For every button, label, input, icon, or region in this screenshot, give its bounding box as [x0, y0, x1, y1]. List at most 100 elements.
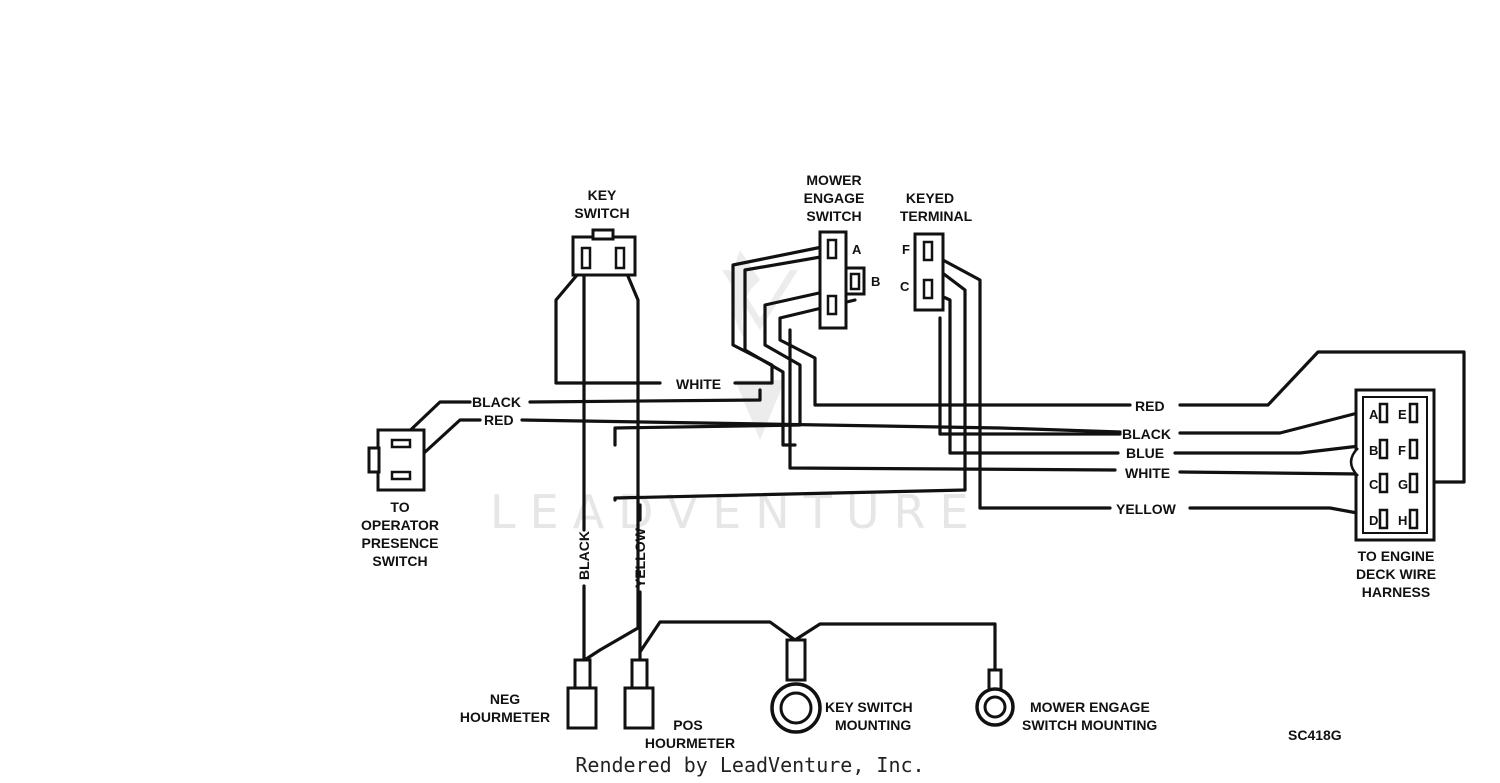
- mower-switch-label-2: ENGAGE: [804, 190, 865, 206]
- wire-red-to-g: [1178, 350, 1466, 484]
- wire-label-white-key: WHITE: [676, 376, 721, 392]
- wire-label-white: WHITE: [1125, 465, 1170, 481]
- keyed-terminal-pin-c: [922, 278, 934, 300]
- engine-deck-connector: [1349, 388, 1436, 542]
- mower-switch-pin-lower: [826, 294, 838, 316]
- footer-credit: Rendered by LeadVenture, Inc.: [575, 753, 924, 777]
- deck-pin-c: [1378, 472, 1389, 494]
- wire-black: [938, 316, 1122, 436]
- deck-connector-inner: [1362, 396, 1428, 534]
- deck-pin-h-label: H: [1398, 513, 1407, 528]
- neg-hourmeter-label-2: HOURMETER: [460, 709, 550, 725]
- operator-pin-2: [390, 470, 412, 481]
- wire-yellow-drop: [613, 260, 967, 502]
- neg-hourmeter-label-1: NEG: [490, 691, 520, 707]
- keyed-terminal-label-1: KEYED: [906, 190, 954, 206]
- key-mount-ring-inner: [779, 691, 813, 725]
- deck-pin-g-label: G: [1398, 477, 1408, 492]
- mower-switch-label-1: MOWER: [806, 172, 861, 188]
- deck-pin-d-label: D: [1369, 513, 1378, 528]
- wire-label-black: BLACK: [1122, 426, 1171, 442]
- deck-pin-a: [1378, 402, 1389, 424]
- deck-pin-d: [1378, 508, 1389, 530]
- keyed-pin-c-label: C: [900, 279, 910, 294]
- deck-pin-e: [1408, 402, 1419, 424]
- wires: [398, 243, 1466, 674]
- deck-connector-key: [1349, 447, 1359, 477]
- key-switch-tab: [591, 228, 615, 241]
- wire-white-left: [554, 260, 662, 385]
- deck-label-3: HARNESS: [1362, 584, 1430, 600]
- deck-pin-a-label: A: [1369, 407, 1379, 422]
- wire-yellow: [926, 250, 1112, 510]
- neg-hourmeter-terminal: [566, 658, 598, 730]
- key-switch: [571, 228, 637, 277]
- wire-black-op: [398, 400, 472, 442]
- key-switch-label-1: KEY: [588, 187, 617, 203]
- mower-engage-switch: [818, 230, 866, 330]
- mower-switch-label-3: SWITCH: [806, 208, 861, 224]
- deck-connector-outer: [1354, 388, 1436, 542]
- watermark-text: LEADVENTURE: [490, 485, 983, 539]
- wire-label-red-op: RED: [484, 412, 514, 428]
- deck-pin-c-label: C: [1369, 477, 1379, 492]
- operator-label-4: SWITCH: [372, 553, 427, 569]
- key-mount-crimp: [785, 638, 807, 682]
- wire-label-yellow-vertical: YELLOW: [632, 527, 648, 588]
- mower-switch-pin-b: [849, 272, 861, 291]
- mower-mount-ring-inner: [983, 695, 1007, 719]
- wire-black-op-right: [528, 388, 762, 404]
- key-switch-pin-right: [614, 246, 626, 270]
- wire-red-op-right: [520, 418, 1122, 434]
- wire-black-to-a: [1178, 404, 1387, 435]
- deck-pin-b: [1378, 438, 1389, 460]
- deck-pin-f: [1408, 438, 1419, 460]
- pos-hourmeter-terminal: [623, 658, 655, 730]
- wire-mower-a2: [743, 253, 834, 447]
- wire-label-black-op: BLACK: [472, 394, 521, 410]
- wire-white: [788, 328, 1117, 472]
- wire-key-neg: [578, 260, 640, 665]
- operator-pin-1: [390, 438, 412, 449]
- wire-to-mower-mount: [793, 622, 997, 674]
- mower-pin-b-label: B: [871, 274, 880, 289]
- wire-pos-to-key-mount: [638, 620, 797, 654]
- wire-label-red: RED: [1135, 398, 1165, 414]
- key-switch-pin-left: [580, 246, 592, 270]
- operator-presence-connector: [367, 428, 426, 492]
- deck-pin-f-label: F: [1398, 443, 1406, 458]
- operator-label-1: TO: [390, 499, 409, 515]
- mower-mount-crimp: [987, 668, 1003, 692]
- wire-red: [778, 298, 1132, 407]
- wire-label-yellow: YELLOW: [1116, 501, 1177, 517]
- wire-mower-b: [613, 283, 857, 447]
- key-switch-label-2: SWITCH: [574, 205, 629, 221]
- operator-connector-tab: [367, 446, 381, 474]
- mower-switch-pin-a: [826, 238, 838, 260]
- pos-terminal-spade: [623, 686, 655, 730]
- deck-pin-e-label: E: [1398, 407, 1407, 422]
- deck-label-1: TO ENGINE: [1358, 548, 1435, 564]
- deck-label-2: DECK WIRE: [1356, 566, 1436, 582]
- neg-terminal-crimp: [573, 658, 592, 690]
- pos-terminal-crimp: [630, 658, 649, 690]
- pos-hourmeter-label-1: POS: [673, 717, 703, 733]
- key-mount-label-2: MOUNTING: [835, 717, 911, 733]
- pos-hourmeter-label-2: HOURMETER: [645, 735, 735, 751]
- mower-pin-a-label: A: [852, 242, 862, 257]
- mower-mount-label-1: MOWER ENGAGE: [1030, 699, 1150, 715]
- wire-label-blue: BLUE: [1126, 445, 1164, 461]
- deck-pin-g: [1408, 472, 1419, 494]
- deck-pin-b-label: B: [1369, 443, 1378, 458]
- operator-label-2: OPERATOR: [361, 517, 439, 533]
- keyed-terminal: [913, 232, 945, 312]
- wire-label-black-vertical: BLACK: [576, 531, 592, 580]
- keyed-terminal-label-2: TERMINAL: [900, 208, 973, 224]
- operator-label-3: PRESENCE: [361, 535, 438, 551]
- diagram-code: SC418G: [1288, 727, 1342, 743]
- mower-engage-mounting-ring: [975, 668, 1015, 727]
- key-switch-mounting-ring: [770, 638, 822, 734]
- keyed-terminal-pin-f: [922, 240, 934, 262]
